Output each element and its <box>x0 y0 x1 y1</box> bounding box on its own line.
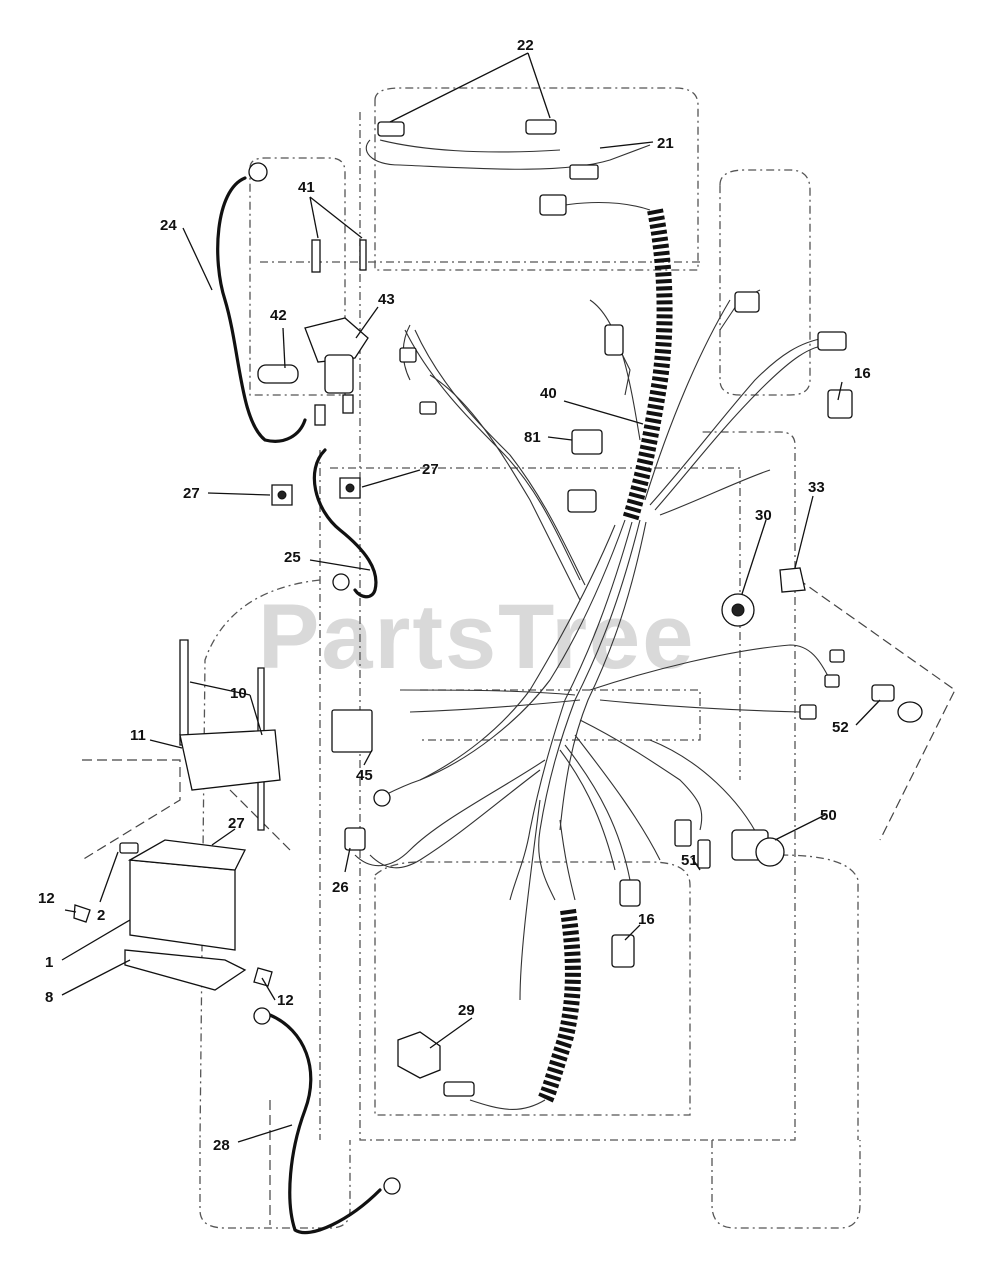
callout-51: 51 <box>681 852 698 869</box>
callout-2: 2 <box>97 907 105 924</box>
callout-12-right: 12 <box>277 992 294 1009</box>
callout-10: 10 <box>230 685 247 702</box>
callout-81: 81 <box>524 429 541 446</box>
callout-52: 52 <box>832 719 849 736</box>
callout-45: 45 <box>356 767 373 784</box>
leader-lines <box>61 52 881 1143</box>
harness-21 <box>365 119 651 216</box>
watermark: PartsTree <box>258 586 695 688</box>
tractor-frame-outline <box>199 87 861 1229</box>
callout-50: 50 <box>820 807 837 824</box>
conduit-lower <box>537 908 581 1104</box>
callout-24: 24 <box>160 217 177 234</box>
callout-12-left: 12 <box>38 890 55 907</box>
callout-42: 42 <box>270 307 287 324</box>
callout-26: 26 <box>332 879 349 896</box>
callout-1: 1 <box>45 954 53 971</box>
battery-cables <box>216 162 401 1235</box>
callout-27-right: 27 <box>422 461 439 478</box>
callouts: 22 21 24 41 42 43 40 81 16 27 27 33 30 2… <box>38 37 871 1154</box>
callout-40: 40 <box>540 385 557 402</box>
callout-21: 21 <box>657 135 674 152</box>
callout-25: 25 <box>284 549 301 566</box>
reference-lines <box>81 569 956 1225</box>
conduit-40 <box>622 208 673 523</box>
callout-16-bottom: 16 <box>638 911 655 928</box>
solenoid <box>257 239 369 506</box>
callout-27-battery: 27 <box>228 815 245 832</box>
callout-43: 43 <box>378 291 395 308</box>
callout-30: 30 <box>755 507 772 524</box>
callout-27-left: 27 <box>183 485 200 502</box>
ignition-switch <box>721 567 806 627</box>
callout-22: 22 <box>517 37 534 54</box>
callout-16-top: 16 <box>854 365 871 382</box>
callout-28: 28 <box>213 1137 230 1154</box>
callout-11: 11 <box>130 727 146 744</box>
callout-29: 29 <box>458 1002 475 1019</box>
callout-33: 33 <box>808 479 825 496</box>
callout-8: 8 <box>45 989 53 1006</box>
connectors <box>331 291 923 1097</box>
callout-41: 41 <box>298 179 315 196</box>
battery-assembly <box>73 639 281 991</box>
